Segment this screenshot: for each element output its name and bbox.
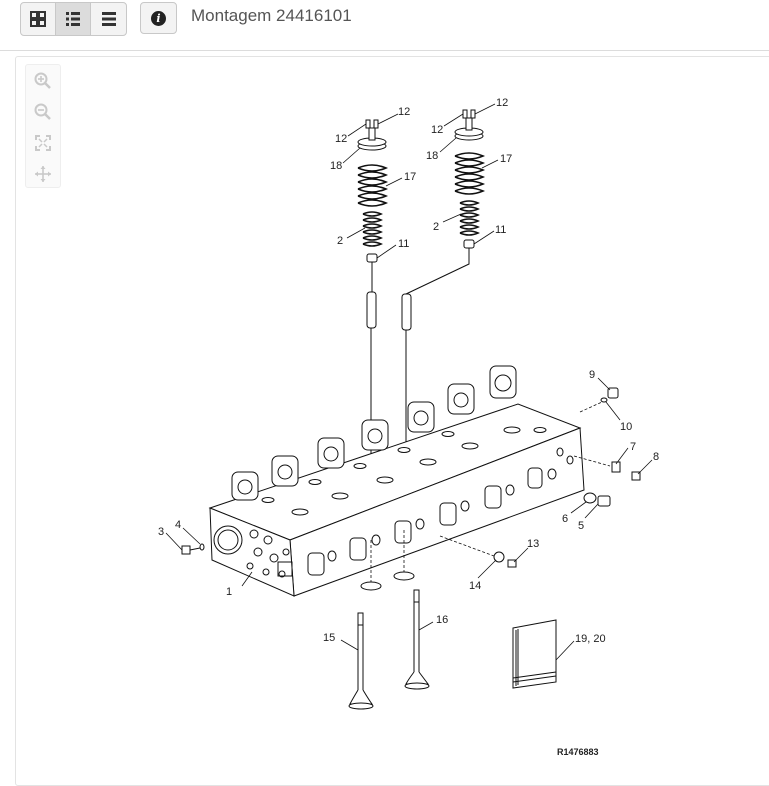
callout-12: 12 xyxy=(496,97,508,109)
callout-3: 3 xyxy=(158,526,164,538)
callout-12: 12 xyxy=(335,133,347,145)
callout-11: 11 xyxy=(398,238,409,250)
page-title: Montagem 24416101 xyxy=(191,6,352,25)
cylinder-head-block xyxy=(208,365,585,597)
callout-11: 11 xyxy=(495,224,506,236)
callout-5: 5 xyxy=(578,520,584,532)
info-button[interactable]: i xyxy=(140,2,177,34)
callout-10: 10 xyxy=(620,421,632,433)
drawing-reference: R1476883 xyxy=(557,747,599,757)
callout-16: 16 xyxy=(436,614,448,626)
list-view-button[interactable] xyxy=(56,3,91,35)
grid-view-button[interactable] xyxy=(21,3,56,35)
fit-screen-button[interactable] xyxy=(26,127,60,158)
grid-view-icon xyxy=(30,11,46,27)
zoom-in-button[interactable] xyxy=(26,65,60,96)
callout-19-20: 19, 20 xyxy=(575,633,606,645)
zoom-out-button[interactable] xyxy=(26,96,60,127)
callout-13: 13 xyxy=(527,538,539,550)
callout-12: 12 xyxy=(431,124,443,136)
callout-17: 17 xyxy=(404,171,416,183)
valve-assembly-right xyxy=(401,109,486,460)
callout-2: 2 xyxy=(337,235,343,247)
callout-12: 12 xyxy=(398,106,410,118)
compact-list-button[interactable] xyxy=(91,3,126,35)
callout-18: 18 xyxy=(330,160,342,172)
callout-2: 2 xyxy=(433,221,439,233)
callout-17: 17 xyxy=(500,153,512,165)
zoom-toolbar xyxy=(25,64,61,188)
callout-14: 14 xyxy=(469,580,481,592)
info-icon: i xyxy=(151,10,166,26)
zoom-in-icon xyxy=(34,72,51,89)
pan-button[interactable] xyxy=(26,158,60,189)
header-divider xyxy=(0,50,769,51)
callout-6: 6 xyxy=(562,513,568,525)
view-mode-toggle xyxy=(20,2,127,36)
diagram-viewer[interactable] xyxy=(15,56,769,786)
callout-9: 9 xyxy=(589,369,595,381)
callout-8: 8 xyxy=(653,451,659,463)
compact-list-icon xyxy=(101,12,116,26)
callout-18: 18 xyxy=(426,150,438,162)
zoom-out-icon xyxy=(34,103,51,120)
callout-1: 1 xyxy=(226,586,232,598)
callout-7: 7 xyxy=(630,441,636,453)
fit-screen-icon xyxy=(35,134,51,151)
pan-icon xyxy=(35,165,51,182)
valve-assembly-left xyxy=(357,119,389,460)
callout-15: 15 xyxy=(323,632,335,644)
list-view-icon xyxy=(66,12,80,26)
callout-4: 4 xyxy=(175,519,181,531)
